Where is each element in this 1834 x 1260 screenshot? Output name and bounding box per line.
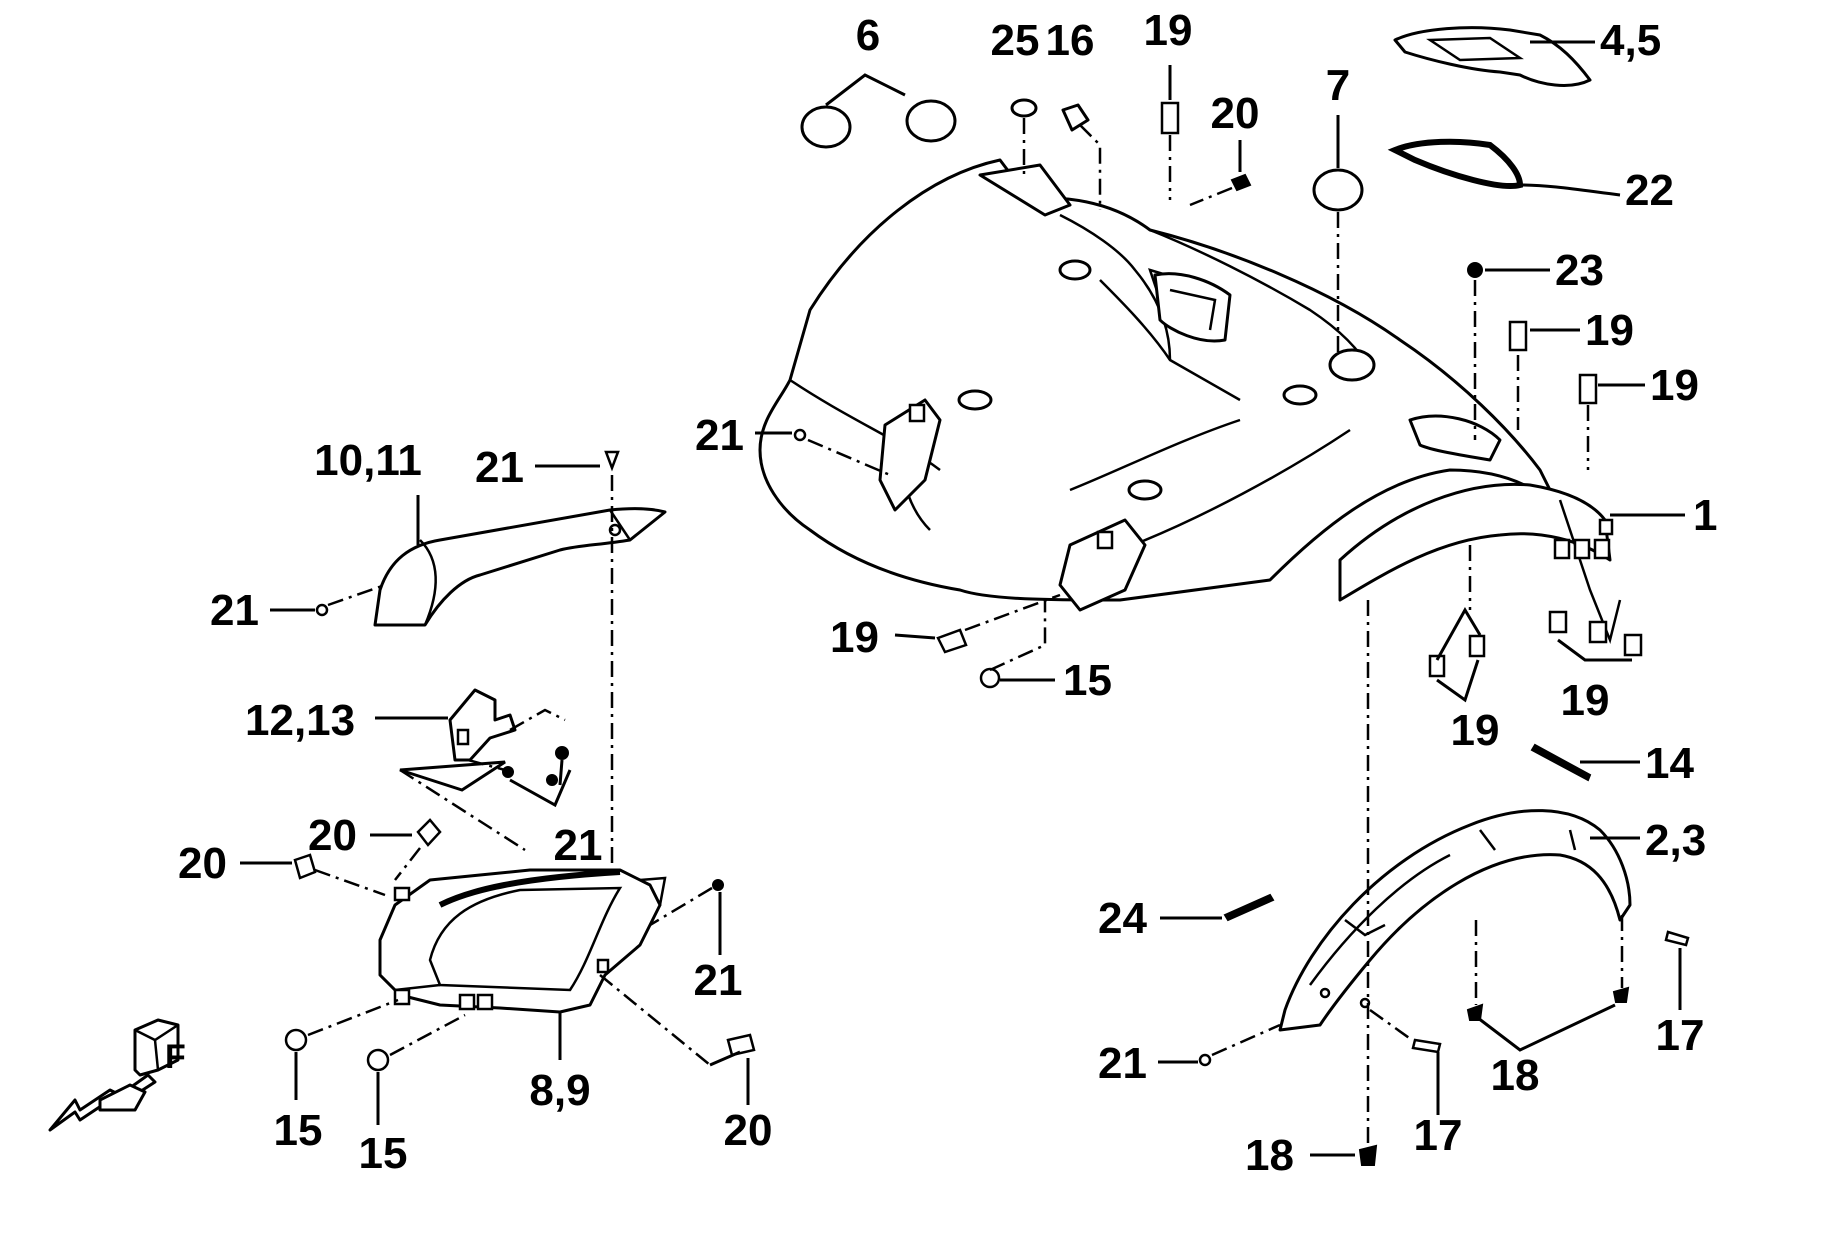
round-plug[interactable]: 7 [1312,61,1364,355]
callout-23: 23 [1555,246,1604,295]
screw-grille[interactable]: 21 [649,879,743,1005]
screw-main-left[interactable]: 21 [695,411,891,477]
bushing[interactable]: 16 [1046,16,1102,210]
nut-23[interactable]: 23 [1467,246,1604,440]
callout-25: 25 [991,16,1040,65]
screw-bracket-group[interactable]: 21 [399,746,603,870]
callout-19-tab: 19 [830,613,879,662]
screw-guard-left[interactable]: 21 [210,583,386,635]
callout-21-grille: 21 [694,956,743,1005]
callout-group-1: 1 [1610,491,1717,540]
callout-19-top: 19 [1144,6,1193,55]
strip-14[interactable]: 14 [1530,739,1694,788]
callout-18-bottom: 18 [1245,1131,1294,1180]
screw-fender[interactable]: 21 [1098,1023,1281,1088]
callout-19-r2: 19 [1650,361,1699,410]
cover-seal[interactable]: 22 [1387,138,1674,215]
callout-7: 7 [1326,61,1350,110]
strip-24[interactable]: 24 [1098,893,1275,943]
callout-15-l2: 15 [359,1129,408,1178]
callout-15-main: 15 [1063,656,1112,705]
speed-nut-left-2[interactable]: 20 [308,811,442,881]
callout-18-mid: 18 [1491,1051,1540,1100]
callout-17-mid: 17 [1414,1111,1463,1160]
callout-22: 22 [1625,166,1674,215]
callout-24: 24 [1098,894,1147,943]
callout-2-3: 2,3 [1645,816,1706,865]
clip-pair-bottom-left[interactable]: 19 [1428,545,1500,755]
top-cover[interactable]: 4,5 [1393,16,1661,87]
rivet-18-bottom[interactable]: 18 [1245,1131,1378,1180]
callout-6: 6 [856,11,880,60]
grommet[interactable]: 25 [991,16,1040,175]
clip-top[interactable]: 19 [1144,6,1193,200]
callout-20-l1: 20 [178,839,227,888]
clip-right-2[interactable]: 19 [1578,361,1699,470]
callout-14: 14 [1645,739,1694,788]
front-fender[interactable]: 2,3 [1278,809,1706,1032]
callout-21-guard-top: 21 [475,443,524,492]
callout-4-5: 4,5 [1600,16,1661,65]
callout-21-guard-left: 21 [210,586,259,635]
callout-19-br: 19 [1561,676,1610,725]
callout-20-bottom: 20 [724,1106,773,1155]
callout-21-bracket: 21 [554,821,603,870]
callout-15-l1: 15 [274,1106,323,1155]
callout-21-main: 21 [695,411,744,460]
front-marker-letter: F [165,1038,186,1076]
callout-17-r: 17 [1656,1011,1705,1060]
clip-right-1[interactable]: 19 [1508,306,1634,430]
callout-16: 16 [1046,16,1095,65]
bolt-left-2[interactable]: 15 [359,1013,466,1178]
round-cap-pair[interactable]: 6 [800,11,957,149]
callout-8-9: 8,9 [529,1066,590,1115]
clip-lower-tab[interactable]: 19 [830,593,1061,662]
callout-19-bl: 19 [1451,706,1500,755]
rivet-pair-18[interactable]: 18 [1466,915,1630,1100]
speed-nut-left-1[interactable]: 20 [178,839,386,897]
screw-17-mid[interactable]: 17 [1369,1008,1463,1160]
front-direction-icon: F [48,1018,186,1132]
callout-21-fender: 21 [1098,1039,1147,1088]
clip-row-bottom-right[interactable]: 19 [1548,610,1643,725]
callout-20-l2: 20 [308,811,357,860]
screw-guard-top[interactable]: 21 [475,443,620,870]
callout-20-top: 20 [1211,89,1260,138]
callout-1: 1 [1693,491,1717,540]
side-guard[interactable]: 10,11 [314,436,667,627]
bolt-main[interactable]: 15 [979,600,1112,705]
speed-nut-bottom[interactable]: 20 [599,974,773,1155]
callout-19-r1: 19 [1585,306,1634,355]
screw-17-right[interactable]: 17 [1656,930,1705,1060]
bolt-left-1[interactable]: 15 [274,998,399,1155]
callout-10-11: 10,11 [314,436,422,485]
headlight-housing[interactable]: 8,9 [378,868,667,1115]
speed-nut-top[interactable]: 20 [1189,89,1260,207]
mount-bracket[interactable]: 12,13 [245,688,566,792]
callout-12-13: 12,13 [245,696,355,745]
front-body-panel[interactable] [758,158,1622,645]
